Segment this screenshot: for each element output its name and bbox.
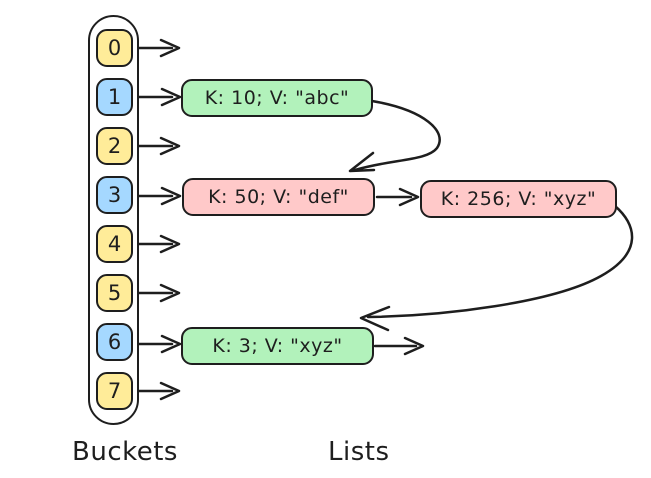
bucket-1: 1 — [96, 78, 133, 116]
bucket-5-arrow — [132, 283, 181, 303]
edge-node1-node2 — [375, 187, 420, 207]
bucket-5: 5 — [96, 274, 133, 312]
bucket-7-arrow — [132, 381, 181, 401]
bucket-6-arrow — [132, 334, 182, 354]
buckets-caption: Buckets — [72, 437, 178, 467]
bucket-0: 0 — [96, 29, 133, 67]
bucket-2-arrow — [132, 136, 181, 156]
bucket-0-arrow — [132, 38, 181, 58]
bucket-7: 7 — [96, 372, 133, 410]
list-node-1: K: 50; V: "def" — [182, 178, 375, 216]
list-node-0: K: 10; V: "abc" — [181, 79, 373, 117]
buckets-container — [88, 15, 139, 425]
bucket-1-arrow — [132, 87, 182, 107]
list-node-2: K: 256; V: "xyz" — [420, 180, 617, 218]
edge-node2-node3 — [359, 204, 634, 332]
list-node-3: K: 3; V: "xyz" — [181, 327, 374, 365]
bucket-3-arrow — [132, 186, 182, 206]
lists-caption: Lists — [328, 437, 390, 467]
bucket-4: 4 — [96, 225, 133, 263]
bucket-2: 2 — [96, 127, 133, 165]
bucket-3: 3 — [96, 176, 133, 214]
node3-out-arrow — [373, 336, 425, 356]
bucket-4-arrow — [132, 234, 181, 254]
bucket-6: 6 — [96, 323, 133, 361]
